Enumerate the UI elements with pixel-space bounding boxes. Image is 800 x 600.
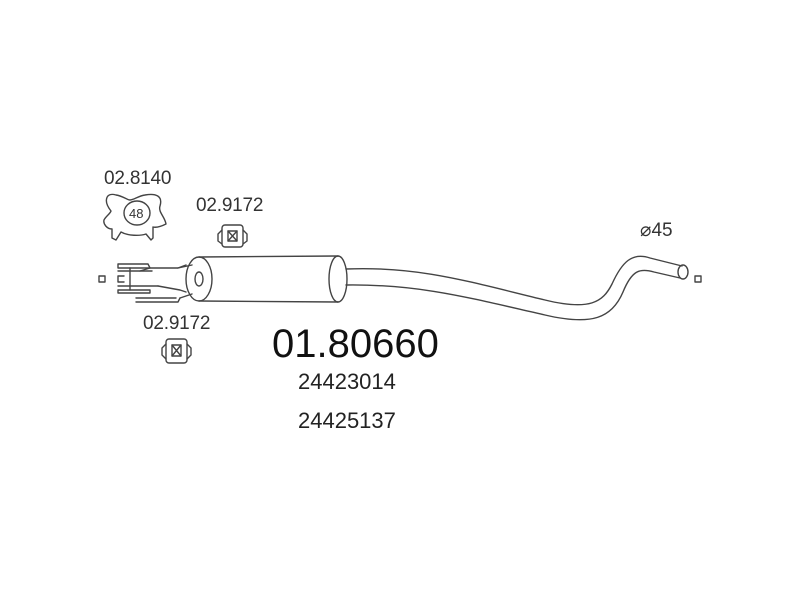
accessory-code-clamp: 02.8140 — [104, 168, 172, 189]
tail-pipe-bottom — [345, 269, 681, 321]
inlet-pipe — [117, 263, 187, 303]
clamp-size-label: 48 — [129, 206, 144, 221]
accessory-code-mount-bottom: 02.9172 — [143, 313, 211, 334]
muffler-body — [185, 255, 348, 303]
rubber-mount-icon — [161, 338, 192, 364]
outlet-end-marker — [694, 275, 702, 283]
tail-pipe-top — [345, 255, 683, 306]
oem-number: 24423014 — [298, 369, 396, 394]
accessory-code-mount-top: 02.9172 — [196, 195, 264, 216]
main-part-number: 01.80660 — [272, 322, 439, 366]
rubber-mount-icon — [217, 224, 248, 248]
inlet-end-marker — [98, 275, 106, 283]
outlet-opening — [677, 264, 689, 280]
oem-number: 24425137 — [298, 408, 396, 433]
clamp-icon — [103, 193, 167, 241]
diameter-label: ⌀45 — [640, 220, 673, 241]
neck-pipe — [177, 264, 193, 299]
